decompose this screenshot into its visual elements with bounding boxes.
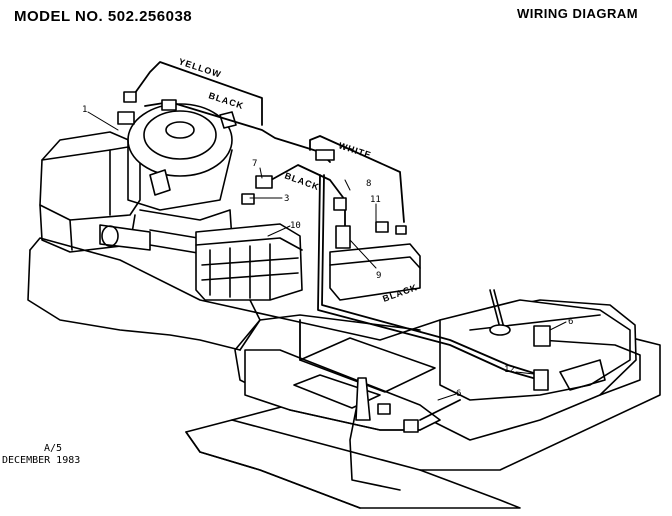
callout-3: 3 [284,194,289,204]
tractor-body [27,237,641,441]
diagram-title: WIRING DIAGRAM [517,6,639,21]
revision-code: A/5 [44,443,63,454]
wire-label-black-1: BLACK [207,90,245,111]
callout-1: 1 [82,105,87,115]
callout-6-lower: 6 [456,389,461,399]
connectors [117,91,551,433]
model-number: MODEL NO. 502.256038 [14,8,193,25]
callout-7: 7 [252,159,257,169]
battery [329,243,421,301]
callout-10: 10 [290,221,301,231]
shift-lever [349,289,511,491]
callout-9: 9 [376,271,381,281]
diagram-date: DECEMBER 1983 [2,455,81,466]
callout-6-upper: 6 [568,317,573,327]
leader-lines [87,111,567,401]
wiring-harness [129,61,541,421]
callout-8: 8 [366,179,371,189]
wire-label-white: WHITE [337,140,372,160]
callout-11: 11 [370,195,381,205]
callout-numbers: 1 3 6 6 7 8 9 10 11 12 [82,105,573,399]
engine [39,103,237,256]
callout-12: 12 [504,365,515,375]
starter-generator [195,223,303,301]
